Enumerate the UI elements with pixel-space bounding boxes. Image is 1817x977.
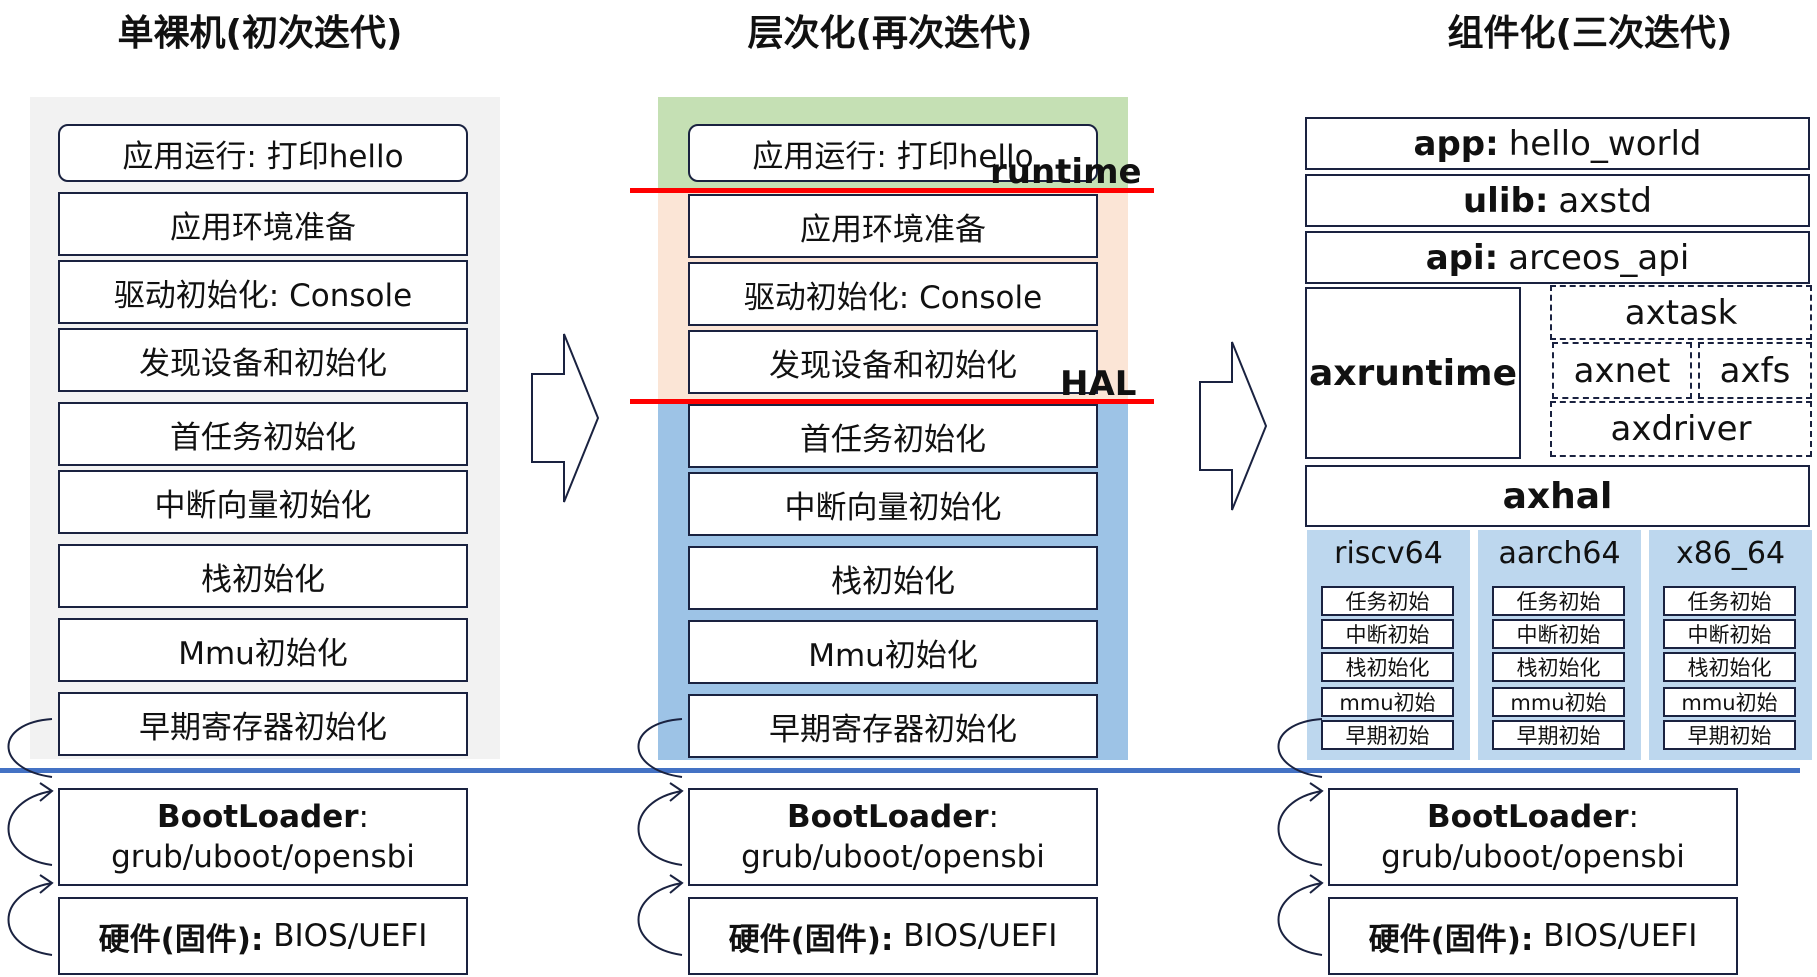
axnet-box: axnet xyxy=(1552,342,1692,399)
arch-x86-64: x86_64 任务初始 中断初始 栈初始化 mmu初始 早期初始 xyxy=(1649,530,1812,760)
title-componentized: 组件化(三次迭代) xyxy=(1447,13,1733,54)
arch-item: mmu初始 xyxy=(1492,687,1625,717)
bm-layer-env: 应用环境准备 xyxy=(58,192,468,256)
curved-arrow-icon xyxy=(7,718,54,956)
bm-layer-interrupt: 中断向量初始化 xyxy=(58,470,468,534)
axfs-box: axfs xyxy=(1698,342,1812,399)
arch-item: 栈初始化 xyxy=(1321,652,1454,682)
arch-item: 栈初始化 xyxy=(1663,652,1796,682)
api-layer: api:arceos_api xyxy=(1305,231,1810,284)
bm-hardware-box: 硬件(固件): BIOS/UEFI xyxy=(58,897,468,975)
arch-item: 早期初始 xyxy=(1492,720,1625,750)
arch-item: 栈初始化 xyxy=(1492,652,1625,682)
hal-divider xyxy=(630,399,1154,404)
bm-layer-discover: 发现设备和初始化 xyxy=(58,328,468,392)
axtask-box: axtask xyxy=(1550,285,1812,340)
arch-item: 中断初始 xyxy=(1663,619,1796,649)
axdriver-box: axdriver xyxy=(1550,401,1812,457)
ly-layer-early-reg: 早期寄存器初始化 xyxy=(688,694,1098,758)
ly-layer-driver: 驱动初始化: Console xyxy=(688,262,1098,326)
right-arrow-icon xyxy=(1199,341,1268,511)
arch-item: 任务初始 xyxy=(1492,586,1625,616)
hal-label: HAL xyxy=(1060,364,1137,404)
bm-layer-mmu: Mmu初始化 xyxy=(58,618,468,682)
cp-bootloader-box: BootLoader: grub/uboot/opensbi xyxy=(1328,788,1738,886)
ly-layer-first-task: 首任务初始化 xyxy=(688,404,1098,468)
arch-item: mmu初始 xyxy=(1663,687,1796,717)
right-arrow-icon xyxy=(531,333,600,503)
boot-divider xyxy=(0,768,1800,773)
cp-hardware-box: 硬件(固件): BIOS/UEFI xyxy=(1328,897,1738,975)
ly-layer-discover: 发现设备和初始化 xyxy=(688,330,1098,394)
arch-name: riscv64 xyxy=(1334,536,1443,571)
ly-layer-stack: 栈初始化 xyxy=(688,546,1098,610)
bm-app-box: 应用运行: 打印hello xyxy=(58,124,468,182)
arch-name: x86_64 xyxy=(1675,536,1786,571)
runtime-label: runtime xyxy=(990,152,1142,192)
bm-layer-first-task: 首任务初始化 xyxy=(58,402,468,466)
arch-item: 中断初始 xyxy=(1321,619,1454,649)
arch-aarch64: aarch64 任务初始 中断初始 栈初始化 mmu初始 早期初始 xyxy=(1478,530,1641,760)
ulib-layer: ulib:axstd xyxy=(1305,174,1810,227)
title-bare-metal: 单裸机(初次迭代) xyxy=(117,13,403,54)
curved-arrow-icon xyxy=(637,718,684,956)
title-layered: 层次化(再次迭代) xyxy=(747,13,1033,54)
ly-layer-env: 应用环境准备 xyxy=(688,194,1098,258)
bm-bootloader-box: BootLoader: grub/uboot/opensbi xyxy=(58,788,468,886)
ly-app-box: 应用运行: 打印hello xyxy=(688,124,1098,182)
arch-name: aarch64 xyxy=(1498,536,1621,571)
ly-layer-interrupt: 中断向量初始化 xyxy=(688,472,1098,536)
curved-arrow-icon xyxy=(1277,718,1324,956)
arch-item: 中断初始 xyxy=(1492,619,1625,649)
arch-item: 早期初始 xyxy=(1321,720,1454,750)
axruntime-box: axruntime xyxy=(1305,287,1521,459)
ly-hardware-box: 硬件(固件): BIOS/UEFI xyxy=(688,897,1098,975)
arch-item: 任务初始 xyxy=(1321,586,1454,616)
runtime-divider xyxy=(630,188,1154,193)
bm-layer-stack: 栈初始化 xyxy=(58,544,468,608)
ly-layer-mmu: Mmu初始化 xyxy=(688,620,1098,684)
axhal-box: axhal xyxy=(1305,465,1810,527)
arch-riscv64: riscv64 任务初始 中断初始 栈初始化 mmu初始 早期初始 xyxy=(1307,530,1470,760)
bm-layer-early-reg: 早期寄存器初始化 xyxy=(58,692,468,756)
ly-bootloader-box: BootLoader: grub/uboot/opensbi xyxy=(688,788,1098,886)
arch-item: mmu初始 xyxy=(1321,687,1454,717)
bm-layer-driver: 驱动初始化: Console xyxy=(58,260,468,324)
arch-item: 任务初始 xyxy=(1663,586,1796,616)
app-layer: app:hello_world xyxy=(1305,117,1810,170)
arch-item: 早期初始 xyxy=(1663,720,1796,750)
